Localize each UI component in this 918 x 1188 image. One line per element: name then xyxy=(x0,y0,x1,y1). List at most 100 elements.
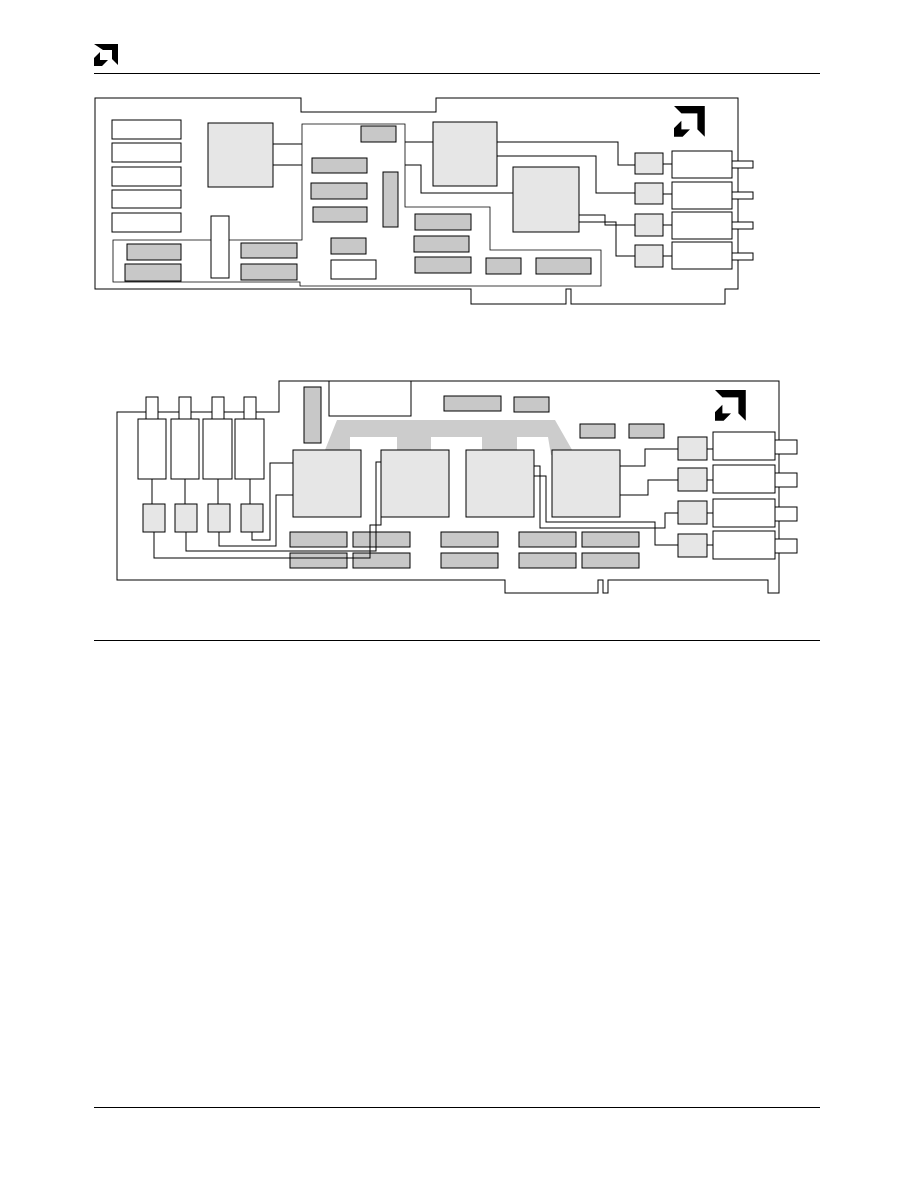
trace xyxy=(405,164,513,194)
port-connector xyxy=(774,439,798,455)
trace xyxy=(153,466,382,559)
small-chip xyxy=(124,263,182,282)
transceiver-chip xyxy=(634,182,664,205)
trace xyxy=(185,461,381,552)
small-chip xyxy=(414,256,472,274)
small-chip xyxy=(518,552,577,569)
amd-arrow-logo-icon xyxy=(674,106,705,137)
board-section-outline xyxy=(112,123,602,287)
port-connector xyxy=(731,221,754,230)
small-chip xyxy=(311,157,368,174)
small-chip xyxy=(289,552,348,569)
small-chip xyxy=(352,531,411,548)
small-chip xyxy=(581,531,640,548)
port-module xyxy=(712,464,776,494)
board-diagram-top xyxy=(94,97,754,305)
trace xyxy=(218,494,293,547)
header-rule xyxy=(94,73,820,74)
large-chip xyxy=(292,449,362,518)
left-small-chip xyxy=(174,503,198,533)
trace xyxy=(579,221,635,257)
small-chip xyxy=(414,213,472,231)
port-module xyxy=(671,181,733,210)
transceiver-chip xyxy=(677,467,708,492)
large-chip xyxy=(432,121,498,187)
trace xyxy=(251,462,293,541)
white-chip xyxy=(330,259,377,280)
large-chip xyxy=(512,166,580,233)
left-small-chip xyxy=(207,503,231,533)
trace xyxy=(534,465,678,529)
trace xyxy=(620,448,678,467)
port-connector xyxy=(731,191,754,200)
large-chip xyxy=(380,449,450,518)
left-module xyxy=(202,418,233,480)
left-module xyxy=(234,418,265,480)
module-slot xyxy=(111,189,182,209)
transceiver-chip xyxy=(677,436,708,461)
left-module xyxy=(137,418,167,480)
small-chip xyxy=(581,552,640,569)
section-rule xyxy=(94,640,820,641)
small-chip xyxy=(352,552,411,569)
memory-bus xyxy=(323,420,575,455)
led-connector xyxy=(243,396,257,420)
left-small-chip xyxy=(240,503,264,533)
small-chip xyxy=(413,235,470,253)
small-chip xyxy=(518,531,577,548)
amd-arrow-logo-icon xyxy=(94,44,118,66)
port-module xyxy=(671,211,733,240)
trace xyxy=(579,214,635,226)
transceiver-chip xyxy=(677,500,708,525)
board-outline xyxy=(94,97,739,305)
small-chip xyxy=(535,257,592,275)
small-chip xyxy=(443,395,502,412)
port-connector xyxy=(731,252,754,261)
trace xyxy=(497,155,635,194)
small-chip xyxy=(289,531,348,548)
large-chip xyxy=(551,449,621,518)
vertical-slot xyxy=(210,215,230,279)
amd-arrow-logo-icon xyxy=(715,390,746,421)
led-connector xyxy=(145,396,159,420)
trace xyxy=(534,475,628,523)
small-chip xyxy=(240,242,298,259)
vertical-chip xyxy=(382,171,399,228)
trace xyxy=(497,141,635,166)
header-block xyxy=(328,380,412,417)
transceiver-chip xyxy=(634,152,664,175)
transceiver-chip xyxy=(677,533,708,558)
port-module xyxy=(712,498,776,528)
port-connector xyxy=(774,538,798,554)
large-chip xyxy=(207,122,274,188)
trace xyxy=(620,521,678,546)
large-chip xyxy=(465,449,535,518)
module-slot xyxy=(111,142,182,163)
footer-rule xyxy=(94,1107,820,1108)
transceiver-chip xyxy=(634,244,664,268)
port-connector xyxy=(731,160,754,169)
left-small-chip xyxy=(142,503,166,533)
vertical-chip xyxy=(303,386,322,444)
small-chip xyxy=(440,531,499,548)
small-chip xyxy=(310,182,368,200)
small-chip xyxy=(440,552,499,569)
left-module xyxy=(170,418,200,480)
port-module xyxy=(712,530,776,560)
port-connector xyxy=(774,472,798,488)
module-slot xyxy=(111,166,182,187)
module-slot xyxy=(111,212,182,233)
board-outline xyxy=(116,380,780,594)
trace xyxy=(620,479,678,496)
small-chip xyxy=(579,423,616,439)
small-chip xyxy=(360,125,397,143)
small-chip xyxy=(330,237,367,255)
small-chip xyxy=(312,206,368,223)
board-diagram-bottom xyxy=(116,380,798,594)
small-chip xyxy=(485,257,522,275)
port-connector xyxy=(774,506,798,522)
led-connector xyxy=(178,396,192,420)
small-chip xyxy=(513,396,550,413)
port-module xyxy=(671,241,733,270)
small-chip xyxy=(240,263,298,281)
